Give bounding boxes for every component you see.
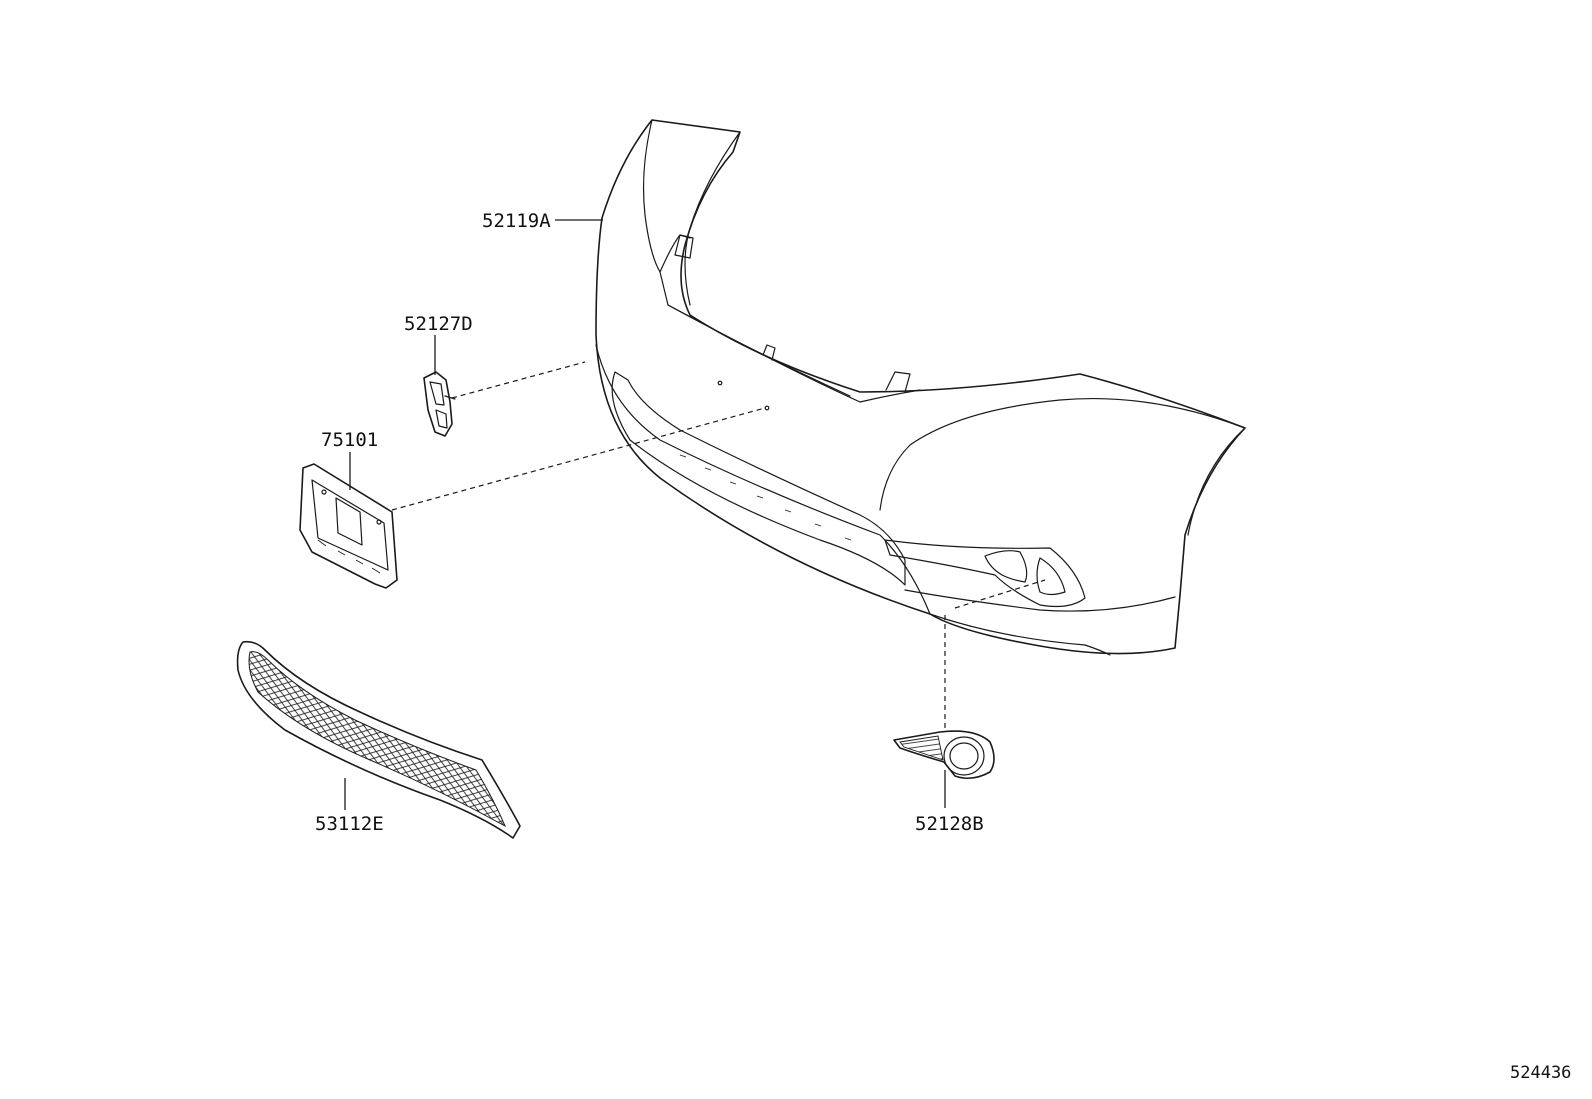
license-plate-bracket <box>299 463 398 589</box>
bumper-retainer <box>423 371 456 437</box>
callout-52127D: 52127D <box>404 313 473 335</box>
callout-52128B: 52128B <box>915 813 984 835</box>
callout-75101: 75101 <box>321 429 378 451</box>
diagram-reference-number: 524436 <box>1510 1063 1571 1083</box>
bumper-cover <box>595 119 1246 656</box>
assembly-lines <box>391 361 1046 730</box>
leader-lines <box>344 219 946 810</box>
callout-53112E: 53112E <box>315 813 384 835</box>
fog-lamp-cover <box>893 730 995 780</box>
callout-52119A: 52119A <box>482 210 551 232</box>
radiator-grille <box>236 640 521 839</box>
